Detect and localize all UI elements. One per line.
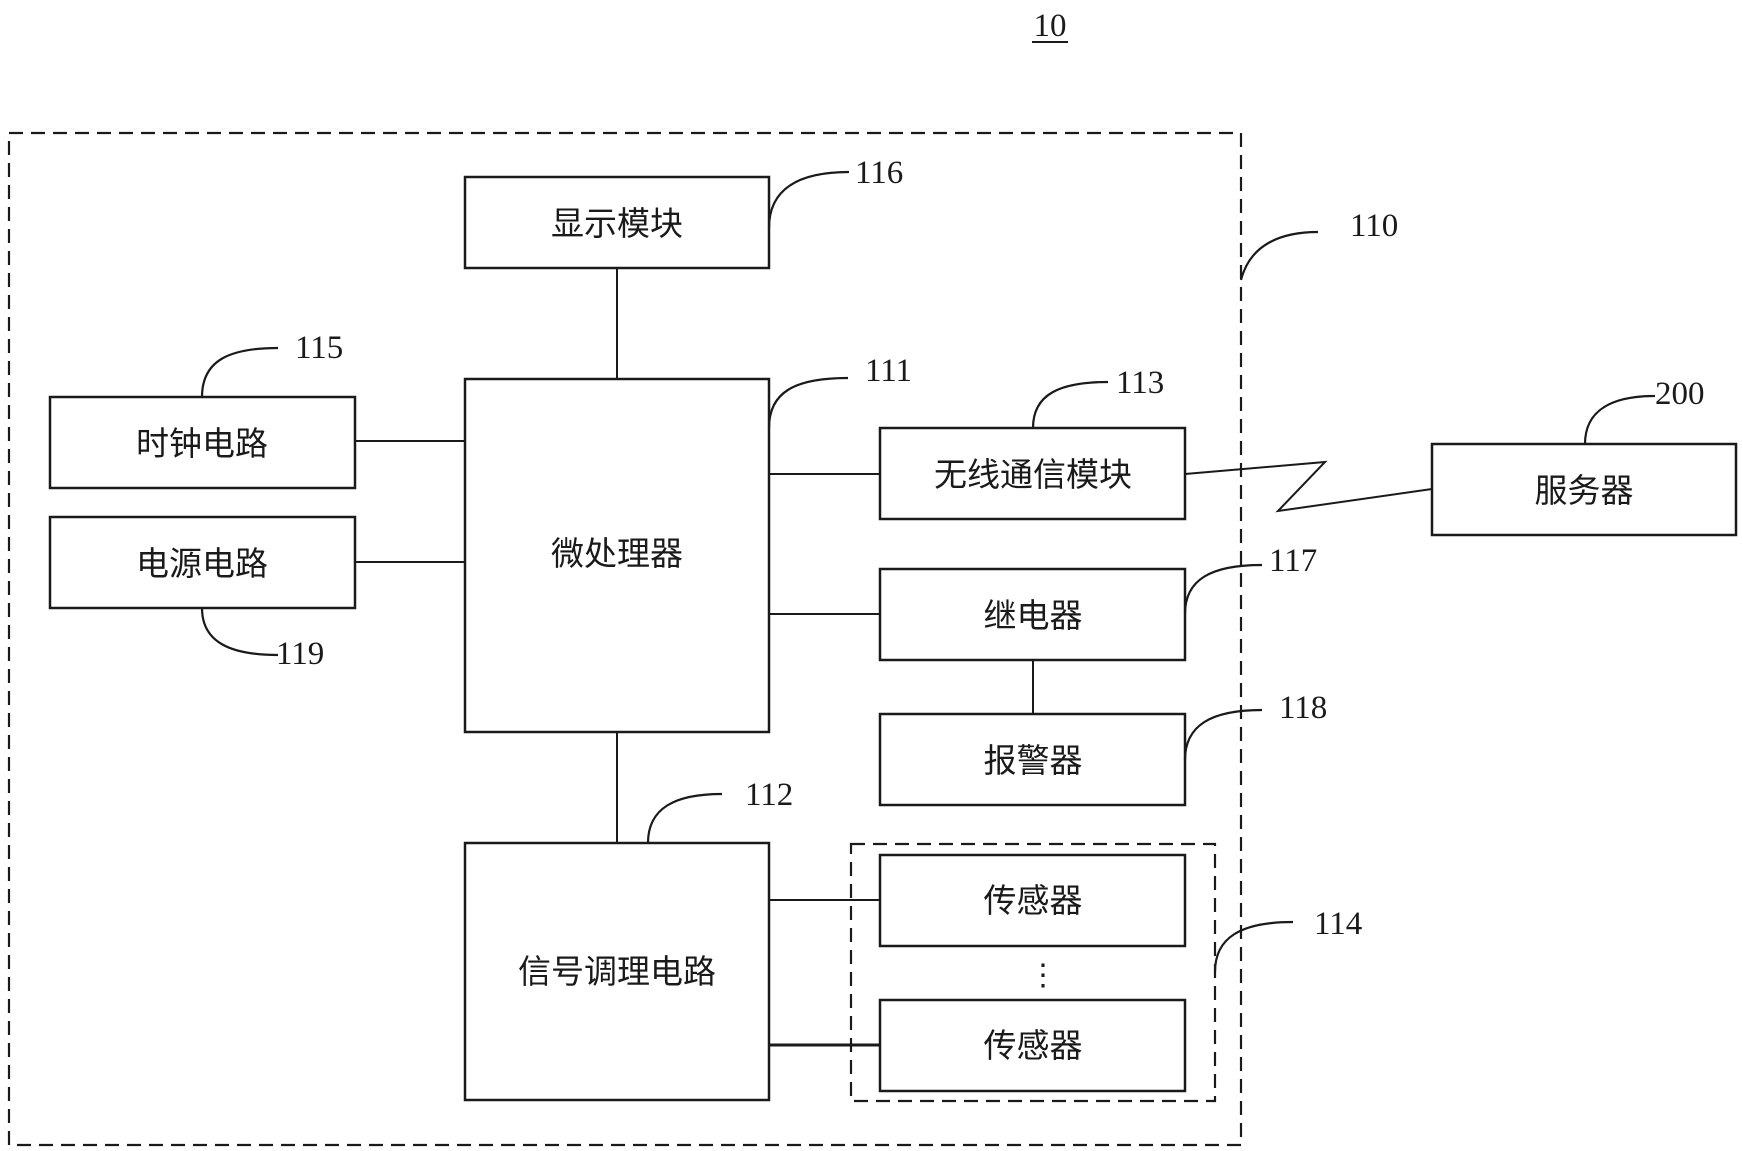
- leader-110: [1239, 230, 1319, 281]
- leader-119: [200, 607, 279, 657]
- sensor-array-boundary: [849, 842, 1217, 1103]
- leader-116: [767, 170, 850, 229]
- leader-113: [1031, 380, 1109, 429]
- ref-119: 119: [276, 636, 324, 672]
- ref-200: 200: [1655, 376, 1705, 412]
- figure-number: 10: [1034, 8, 1067, 44]
- relay-block: 继电器: [878, 567, 1187, 662]
- leader-111: [767, 376, 849, 429]
- clock-circuit-label: 时钟电路: [136, 424, 268, 463]
- ref-113: 113: [1116, 365, 1164, 401]
- power-circuit-block: 电源电路: [48, 515, 357, 610]
- microprocessor-block: 微处理器: [463, 377, 771, 734]
- leader-200: [1583, 394, 1656, 445]
- ref-112: 112: [745, 777, 793, 813]
- sensor-top-label: 传感器: [984, 881, 1083, 920]
- sensor-bottom-label: 传感器: [984, 1026, 1083, 1065]
- signal-conditioning-block: 信号调理电路: [463, 841, 771, 1102]
- wireless-link: [1184, 460, 1433, 513]
- wireless-module-block: 无线通信模块: [878, 426, 1187, 521]
- leader-117: [1183, 563, 1263, 615]
- ref-117: 117: [1269, 543, 1317, 579]
- relay-label: 继电器: [984, 596, 1083, 635]
- server-label: 服务器: [1535, 471, 1634, 510]
- leader-114: [1213, 920, 1294, 973]
- display-module-block: 显示模块: [463, 175, 771, 270]
- server-block: 服务器: [1430, 442, 1738, 537]
- sensor-block-bottom: 传感器: [878, 998, 1187, 1093]
- ref-111: 111: [865, 353, 912, 389]
- leader-115: [200, 346, 279, 398]
- sensor-block-top: 传感器: [878, 853, 1187, 948]
- ref-118: 118: [1279, 690, 1327, 726]
- ref-116: 116: [855, 155, 903, 191]
- ref-115: 115: [295, 330, 343, 366]
- ref-110: 110: [1350, 208, 1398, 244]
- leader-112: [646, 792, 723, 844]
- sensor-ellipsis: ⋮: [1028, 958, 1058, 993]
- signal-conditioning-label: 信号调理电路: [518, 952, 716, 991]
- alarm-block: 报警器: [878, 712, 1187, 807]
- alarm-label: 报警器: [984, 741, 1083, 780]
- ref-114: 114: [1314, 906, 1362, 942]
- microprocessor-label: 微处理器: [551, 534, 683, 573]
- power-circuit-label: 电源电路: [136, 544, 268, 583]
- device-boundary: [7, 131, 1243, 1147]
- clock-circuit-block: 时钟电路: [48, 395, 357, 490]
- wireless-module-label: 无线通信模块: [934, 455, 1132, 494]
- leader-118: [1183, 708, 1263, 761]
- display-module-label: 显示模块: [551, 204, 683, 243]
